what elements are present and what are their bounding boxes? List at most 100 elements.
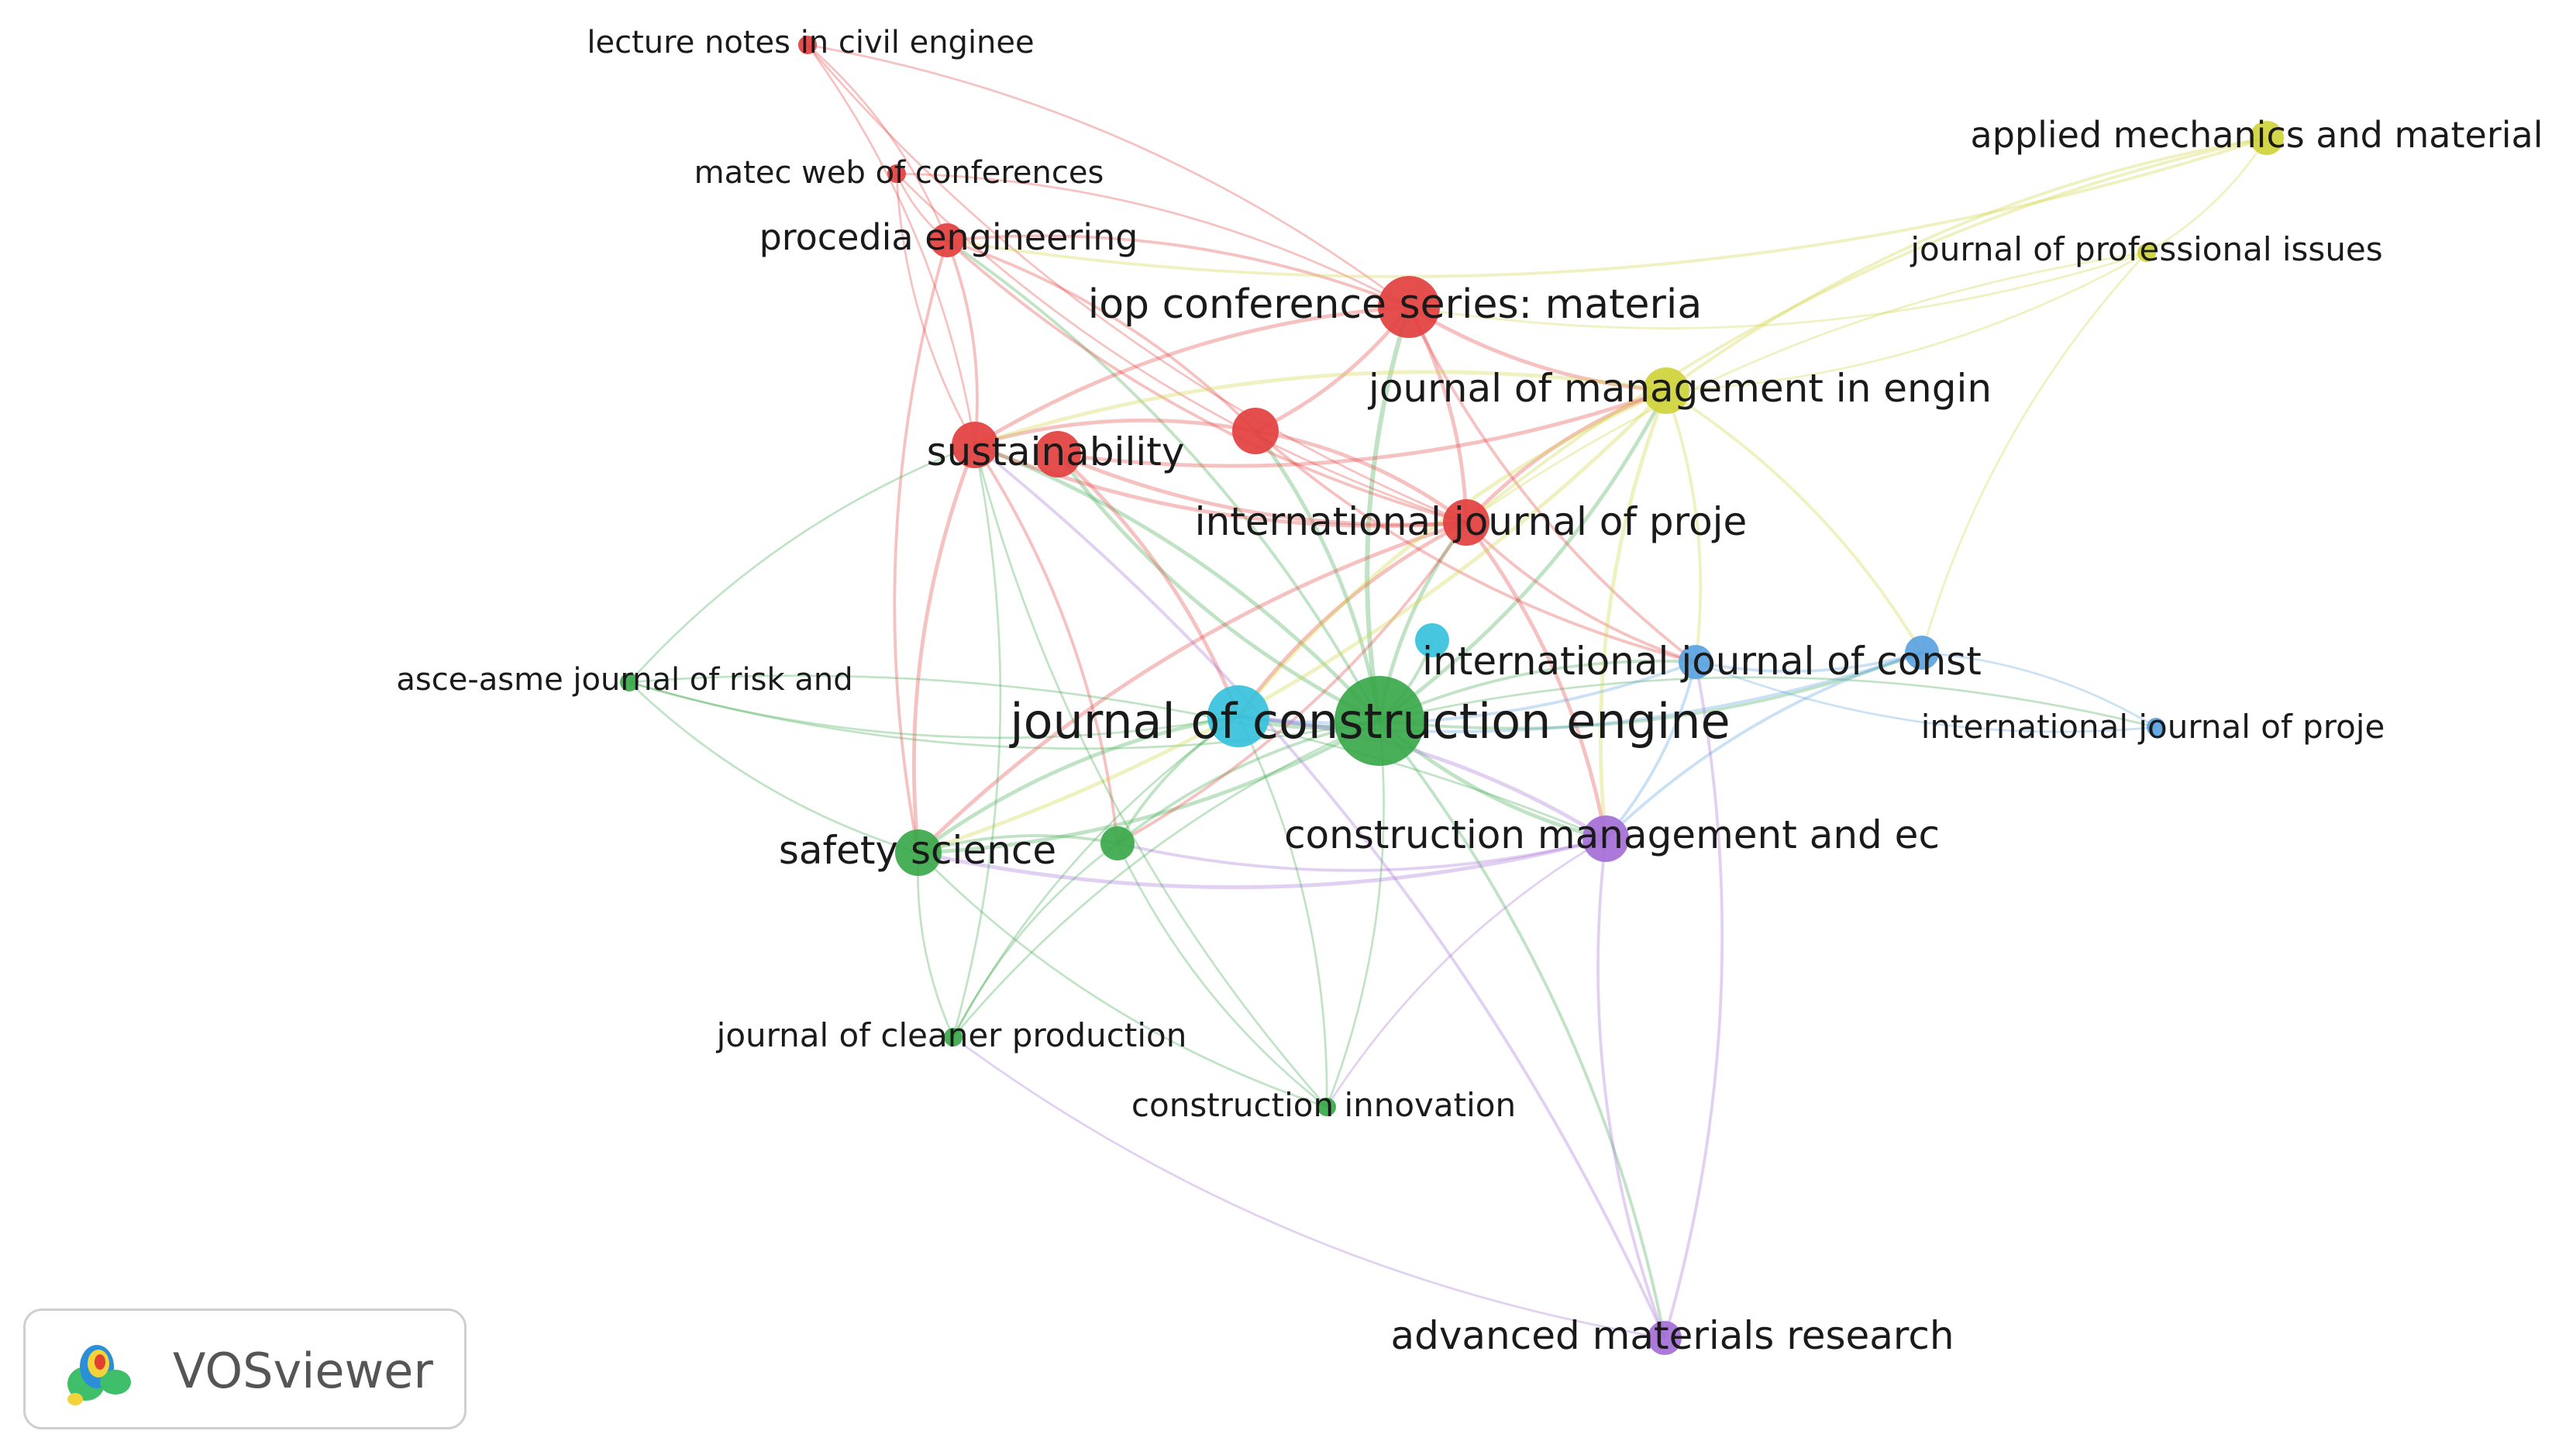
- network-link: [952, 842, 1118, 1038]
- network-link: [973, 305, 1410, 447]
- network-link: [806, 44, 976, 446]
- network-link: [1604, 651, 1923, 840]
- network-node-ss[interactable]: [895, 829, 942, 876]
- network-node-matec[interactable]: [887, 164, 906, 183]
- network-node-proc[interactable]: [930, 223, 964, 257]
- network-node-sust2[interactable]: [1035, 431, 1081, 478]
- network-link: [918, 834, 1118, 854]
- node-label-proc: procedia engineering: [759, 216, 1138, 258]
- network-link: [896, 172, 1410, 309]
- network-link: [1379, 651, 1923, 730]
- network-link: [952, 444, 1002, 1038]
- network-link: [1117, 837, 1607, 872]
- network-link: [1238, 714, 1607, 841]
- network-link: [918, 719, 1381, 855]
- network-node-ijpo[interactable]: [2147, 718, 2165, 736]
- network-link: [1237, 715, 1328, 1108]
- network-link: [945, 239, 1467, 524]
- network-link: [1407, 306, 1697, 664]
- network-link: [918, 389, 1668, 855]
- network-link: [945, 239, 1381, 722]
- network-link: [973, 443, 1119, 844]
- network-node-lncs[interactable]: [798, 36, 817, 54]
- network-link: [629, 681, 1239, 740]
- network-link: [974, 443, 1381, 722]
- network-link: [895, 173, 976, 446]
- node-label-amm: applied mechanics and material: [1971, 114, 2543, 156]
- network-link: [1325, 837, 1607, 1108]
- network-node-ci[interactable]: [1317, 1098, 1336, 1116]
- node-label-ijpm: international journal of proje: [1195, 499, 1748, 544]
- network-link: [1254, 429, 1696, 664]
- node-label-ci: construction innovation: [1131, 1086, 1516, 1124]
- network-link: [1238, 660, 1696, 725]
- network-link: [1663, 661, 1724, 1339]
- node-label-sust: sustainability: [927, 429, 1185, 474]
- network-link: [1408, 251, 2147, 329]
- network-node-jpi[interactable]: [2137, 243, 2156, 262]
- network-link: [1665, 136, 2268, 392]
- network-link: [952, 1036, 1665, 1339]
- network-link: [1665, 251, 2147, 392]
- node-label-ijcm: international journal of const: [1422, 639, 1982, 684]
- network-link: [1920, 252, 2147, 653]
- network-link: [1117, 521, 1468, 845]
- network-link: [629, 681, 1380, 750]
- network-link: [807, 43, 949, 241]
- network-node-jce[interactable]: [1334, 676, 1424, 766]
- network-node-gx[interactable]: [1100, 826, 1135, 860]
- network-nodes: [620, 36, 2284, 1355]
- network-node-amm[interactable]: [2250, 121, 2284, 155]
- network-link: [1057, 388, 1667, 468]
- network-link: [1378, 719, 1666, 1339]
- network-node-sust[interactable]: [952, 422, 998, 468]
- network-link: [974, 418, 1256, 447]
- network-link: [807, 43, 1410, 309]
- network-node-amr[interactable]: [1648, 1321, 1682, 1355]
- network-link: [1365, 306, 1411, 722]
- network-node-cyan1[interactable]: [1207, 685, 1269, 747]
- network-link: [1255, 429, 1468, 524]
- vosviewer-logo-icon: [67, 1345, 131, 1405]
- network-node-bluex[interactable]: [1905, 636, 1939, 670]
- network-node-jcp[interactable]: [944, 1028, 963, 1046]
- network-link: [629, 674, 1607, 840]
- node-label-ss: safety science: [779, 828, 1056, 873]
- network-node-jme[interactable]: [1643, 367, 1689, 414]
- network-link: [945, 240, 979, 446]
- network-link: [628, 443, 976, 683]
- network-link: [2146, 137, 2268, 254]
- node-label-jpi: journal of professional issues: [1910, 230, 2382, 268]
- node-label-iop: iop conference series: materia: [1088, 281, 1702, 328]
- network-link: [918, 836, 1607, 890]
- network-link: [806, 44, 1467, 524]
- network-link: [946, 239, 1257, 433]
- network-link: [1379, 676, 2157, 729]
- network-link: [974, 370, 1667, 447]
- vosviewer-brand-name: VOSviewer: [173, 1343, 433, 1399]
- network-link: [917, 852, 955, 1038]
- network-link: [918, 852, 1328, 1108]
- network-node-redx[interactable]: [1232, 408, 1279, 454]
- network-link: [1465, 388, 1667, 524]
- network-node-ijcm[interactable]: [1679, 645, 1713, 679]
- node-label-matec: matec web of conferences: [694, 155, 1104, 191]
- network-link: [1596, 838, 1666, 1339]
- vosviewer-badge: VOSviewer: [23, 1308, 467, 1429]
- network-node-cyan2[interactable]: [1415, 623, 1449, 657]
- network-link: [1695, 651, 1923, 673]
- node-label-ijpo: international journal of proje: [1921, 708, 2385, 746]
- network-node-cme[interactable]: [1582, 815, 1629, 862]
- network-link: [1378, 389, 1669, 722]
- network-link: [917, 520, 1467, 854]
- network-link: [911, 444, 977, 853]
- network-link: [1056, 453, 1381, 723]
- node-label-amr: advanced materials research: [1390, 1313, 1954, 1358]
- network-link: [1407, 305, 1667, 393]
- network-node-iop[interactable]: [1378, 276, 1440, 338]
- network-node-asce[interactable]: [620, 673, 639, 691]
- node-label-jcp: journal of cleaner production: [716, 1016, 1187, 1054]
- network-node-ijpm[interactable]: [1443, 499, 1489, 546]
